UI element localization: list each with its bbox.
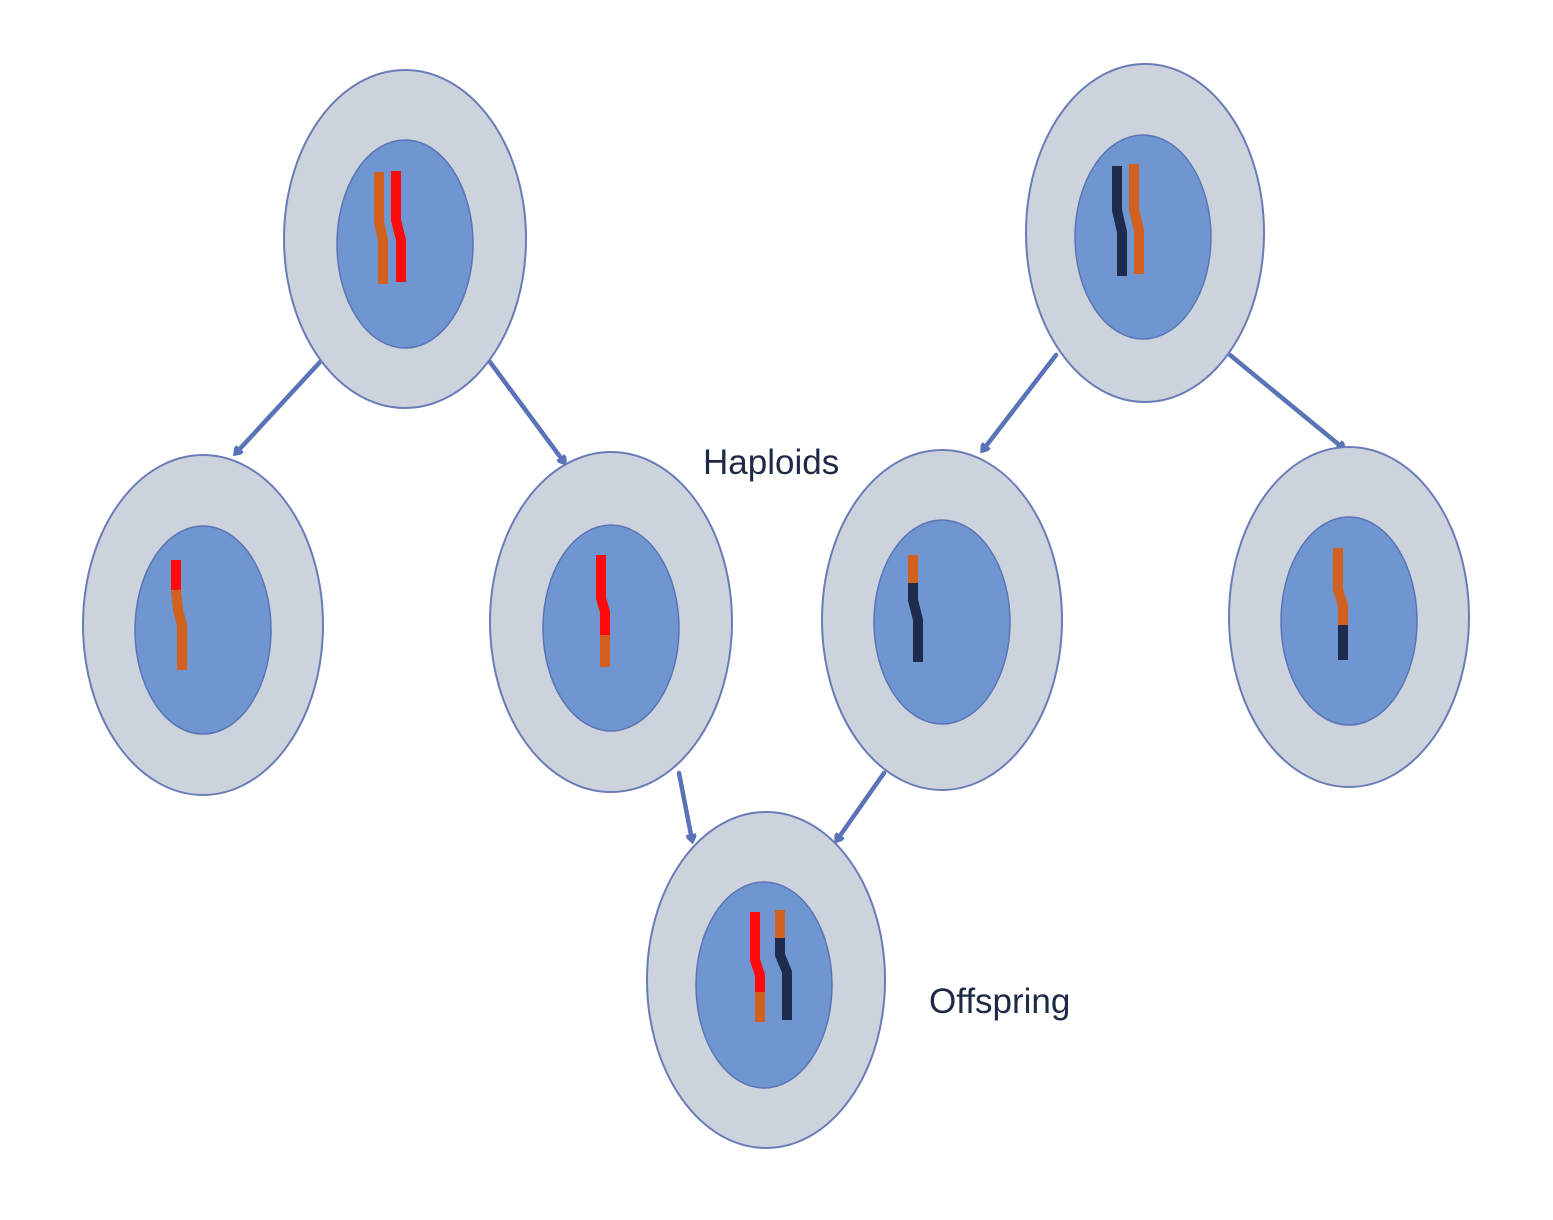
chromosome-navy-segment [775, 938, 792, 1020]
chromosome-red [391, 171, 406, 282]
chromosome [1333, 548, 1348, 660]
haploid-cell-2 [489, 451, 733, 793]
haploid-cell-3 [821, 449, 1063, 791]
chromosome-pair [1112, 164, 1144, 276]
chromosome [596, 555, 610, 667]
chromosome-orange-segment [1333, 548, 1348, 625]
nucleus [542, 524, 680, 732]
arrow-parent-right-to-haploid-4 [1227, 352, 1343, 448]
arrow-parent-left-to-haploid-2 [487, 359, 564, 462]
arrow-haploid-3-to-offspring [837, 770, 887, 840]
arrow-parent-left-to-haploid-1 [236, 359, 323, 453]
parent-cell-left [283, 69, 527, 409]
offspring-cell [646, 811, 886, 1149]
nucleus [873, 519, 1011, 725]
parent-cell-right [1025, 63, 1265, 403]
arrow-haploid-2-to-offspring [676, 770, 692, 840]
chromosome-orange-segment [171, 589, 187, 670]
chromosome-pair [374, 171, 406, 284]
haploid-cell-4 [1228, 446, 1470, 788]
chromosome-navy-segment [908, 583, 923, 662]
chromosome-red-segment [750, 912, 765, 992]
haploids-label: Haploids [703, 443, 839, 482]
chromosome-orange [374, 172, 388, 284]
chromosome [908, 555, 923, 662]
chromosome-red-segment [596, 555, 610, 635]
chromosome-navy [1112, 166, 1127, 276]
chromosome-pair [750, 910, 792, 1022]
arrows [236, 352, 1343, 840]
chromosome-orange [1129, 164, 1144, 274]
offspring-label: Offspring [929, 982, 1070, 1021]
nucleus [1280, 516, 1418, 726]
chromosome [171, 560, 187, 670]
haploid-cell-1 [82, 454, 324, 796]
nucleus [134, 525, 272, 735]
arrow-parent-right-to-haploid-3 [983, 352, 1059, 450]
